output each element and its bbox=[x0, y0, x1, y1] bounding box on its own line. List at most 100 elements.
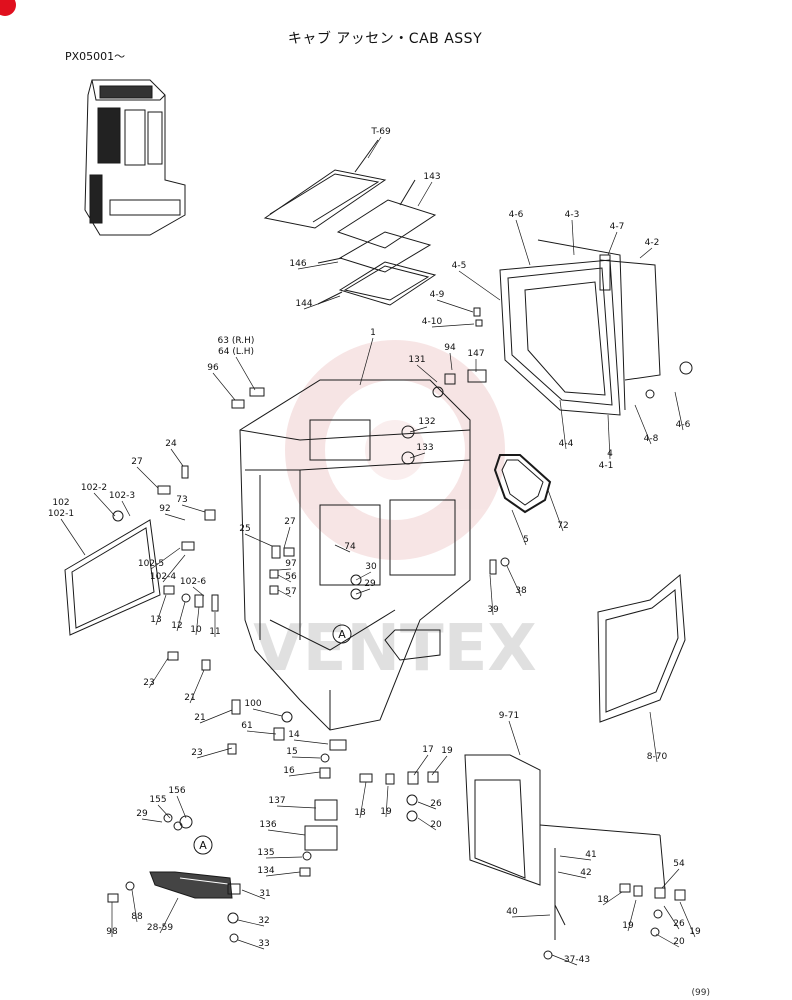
part-label: 26 bbox=[430, 799, 442, 809]
leader-line bbox=[627, 899, 637, 932]
part-label: 96 bbox=[207, 363, 219, 373]
part-label: 54 bbox=[673, 859, 685, 869]
leader-line bbox=[159, 897, 179, 934]
leader-line bbox=[359, 337, 374, 386]
leader-line bbox=[416, 364, 438, 383]
part-label: 29 bbox=[136, 809, 148, 819]
part-label: 4-2 bbox=[645, 238, 660, 248]
watermark-text: VENTEX bbox=[253, 612, 537, 686]
leader-line bbox=[181, 504, 206, 513]
part-label: 27 bbox=[131, 457, 142, 467]
part-label: 26 bbox=[673, 919, 685, 929]
leader-line bbox=[303, 295, 341, 310]
part-label: 147 bbox=[467, 349, 484, 359]
leader-line bbox=[196, 747, 233, 759]
leader-line bbox=[189, 669, 205, 704]
callout-markers bbox=[193, 624, 352, 855]
leader-line bbox=[436, 299, 474, 313]
part-label: 132 bbox=[418, 417, 435, 427]
part-label: 19 bbox=[622, 921, 634, 931]
leader-line bbox=[276, 805, 317, 809]
part-label: 146 bbox=[289, 259, 306, 269]
part-label: 64 (L.H) bbox=[218, 347, 254, 357]
notification-badge[interactable] bbox=[0, 0, 16, 16]
part-label: 136 bbox=[259, 820, 276, 830]
part-label: 94 bbox=[444, 343, 456, 353]
part-label: 155 bbox=[149, 795, 166, 805]
leader-line bbox=[639, 247, 653, 259]
part-label: T-69 bbox=[370, 127, 391, 137]
roof-liner bbox=[263, 139, 387, 229]
leader-line bbox=[458, 270, 501, 301]
leader-line bbox=[235, 356, 256, 391]
part-label: 102 bbox=[52, 498, 69, 508]
part-label: 92 bbox=[159, 504, 170, 514]
leader-line bbox=[246, 730, 277, 735]
leader-line bbox=[195, 606, 200, 636]
main-cab-frame bbox=[239, 379, 471, 731]
leader-line bbox=[355, 571, 372, 581]
leader-line bbox=[252, 708, 283, 717]
part-label: 4-1 bbox=[599, 461, 614, 471]
part-label: 74 bbox=[344, 542, 356, 552]
leader-line bbox=[131, 889, 138, 923]
cab-thumbnail bbox=[84, 79, 186, 236]
part-label: 10 bbox=[190, 625, 202, 635]
part-label: 27 bbox=[284, 517, 295, 527]
leader-line bbox=[291, 756, 321, 759]
part-label: 39 bbox=[487, 605, 499, 615]
part-label: 156 bbox=[168, 786, 185, 796]
leader-line bbox=[489, 574, 494, 616]
hardware-parts bbox=[107, 307, 693, 960]
watermark-gear bbox=[285, 340, 505, 560]
leader-line bbox=[385, 785, 389, 818]
leader-line bbox=[571, 219, 575, 256]
leader-line bbox=[547, 489, 564, 532]
leader-line bbox=[155, 594, 167, 626]
part-label: 4-7 bbox=[610, 222, 625, 232]
part-label: 33 bbox=[258, 939, 269, 949]
part-label: 73 bbox=[176, 495, 187, 505]
part-label: 30 bbox=[365, 562, 377, 572]
leader-line bbox=[265, 871, 301, 877]
leader-line bbox=[506, 565, 522, 597]
part-label: 61 bbox=[241, 721, 252, 731]
leader-line bbox=[148, 657, 169, 689]
part-label: 4-10 bbox=[422, 317, 443, 327]
part-label: 102-1 bbox=[48, 509, 74, 519]
part-label: 137 bbox=[268, 796, 285, 806]
leader-line bbox=[121, 500, 131, 517]
leader-line bbox=[661, 868, 680, 889]
leader-line bbox=[237, 939, 265, 950]
part-label: 23 bbox=[143, 678, 154, 688]
leader-line bbox=[674, 391, 684, 431]
leader-line bbox=[297, 261, 339, 270]
part-label: 17 bbox=[422, 745, 433, 755]
part-label: 38 bbox=[515, 586, 527, 596]
part-label: 24 bbox=[165, 439, 177, 449]
leader-line bbox=[283, 526, 291, 549]
leader-line bbox=[60, 518, 86, 556]
leader-line bbox=[634, 404, 652, 445]
leader-line bbox=[679, 901, 696, 938]
leader-line bbox=[170, 448, 184, 467]
part-label: 8-70 bbox=[647, 752, 668, 762]
part-label: 18 bbox=[354, 808, 366, 818]
leader-line bbox=[551, 954, 578, 966]
part-label: 63 (R.H) bbox=[218, 336, 255, 346]
left-window-panel bbox=[64, 519, 161, 636]
leader-line bbox=[277, 589, 292, 598]
part-label: 133 bbox=[416, 443, 433, 453]
part-label: 97 bbox=[285, 559, 296, 569]
part-label: 13 bbox=[150, 615, 161, 625]
handrail bbox=[149, 871, 233, 899]
leader-line bbox=[355, 588, 371, 595]
leader-line bbox=[409, 426, 428, 433]
leader-line bbox=[602, 891, 623, 906]
leader-line bbox=[417, 181, 433, 207]
leader-line bbox=[141, 818, 163, 823]
leader-line bbox=[663, 905, 680, 930]
leader-line bbox=[162, 554, 186, 583]
part-label: 9-71 bbox=[499, 711, 519, 721]
